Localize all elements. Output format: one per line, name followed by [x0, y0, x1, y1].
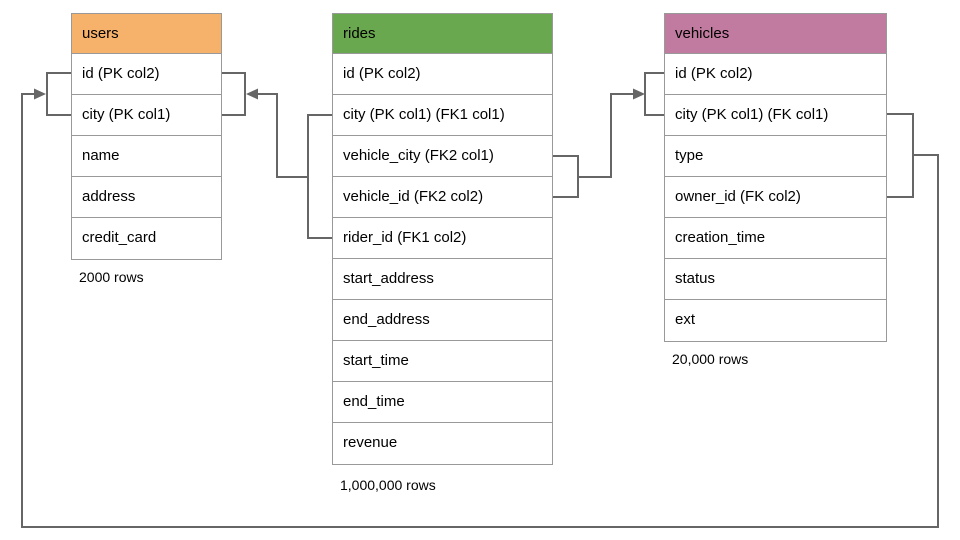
column-row: name — [72, 136, 221, 177]
column-row: end_time — [333, 382, 552, 423]
column-row: id (PK col2) — [665, 54, 886, 95]
users-left-key-bracket — [46, 72, 71, 116]
column-row: vehicle_city (FK2 col1) — [333, 136, 552, 177]
column-row: address — [72, 177, 221, 218]
column-row: city (PK col1) (FK col1) — [665, 95, 886, 136]
column-row: id (PK col2) — [333, 54, 552, 95]
table-vehicles: vehicles id (PK col2)city (PK col1) (FK … — [664, 13, 887, 342]
vehicles-to-users-arrowhead — [34, 88, 46, 100]
vehicles-row-count: 20,000 rows — [672, 351, 749, 367]
rides-to-users-connector — [257, 93, 308, 178]
column-row: ext — [665, 300, 886, 341]
vehicles-left-key-bracket — [644, 72, 664, 116]
users-row-count: 2000 rows — [79, 269, 144, 285]
rides-row-count: 1,000,000 rows — [340, 477, 436, 493]
column-row: type — [665, 136, 886, 177]
column-row: creation_time — [665, 218, 886, 259]
table-rides: rides id (PK col2)city (PK col1) (FK1 co… — [332, 13, 553, 465]
vehicles-right-fk-bracket — [887, 113, 914, 198]
table-rides-columns: id (PK col2)city (PK col1) (FK1 col1)veh… — [333, 54, 552, 464]
rides-left-fk1-bracket — [307, 114, 332, 239]
column-row: city (PK col1) — [72, 95, 221, 136]
column-row: owner_id (FK col2) — [665, 177, 886, 218]
rides-to-vehicles-arrowhead — [633, 88, 645, 100]
table-users-header: users — [72, 14, 221, 54]
column-row: vehicle_id (FK2 col2) — [333, 177, 552, 218]
column-row: status — [665, 259, 886, 300]
column-row: city (PK col1) (FK1 col1) — [333, 95, 552, 136]
table-rides-header: rides — [333, 14, 552, 54]
rides-to-users-arrowhead — [246, 88, 258, 100]
table-vehicles-header: vehicles — [665, 14, 886, 54]
column-row: id (PK col2) — [72, 54, 221, 95]
rides-to-vehicles-connector — [578, 93, 633, 178]
table-vehicles-columns: id (PK col2)city (PK col1) (FK col1)type… — [665, 54, 886, 341]
column-row: credit_card — [72, 218, 221, 259]
column-row: end_address — [333, 300, 552, 341]
column-row: start_time — [333, 341, 552, 382]
users-right-key-bracket — [222, 72, 246, 116]
column-row: start_address — [333, 259, 552, 300]
column-row: revenue — [333, 423, 552, 464]
column-row: rider_id (FK1 col2) — [333, 218, 552, 259]
rides-right-fk2-bracket — [553, 155, 579, 198]
